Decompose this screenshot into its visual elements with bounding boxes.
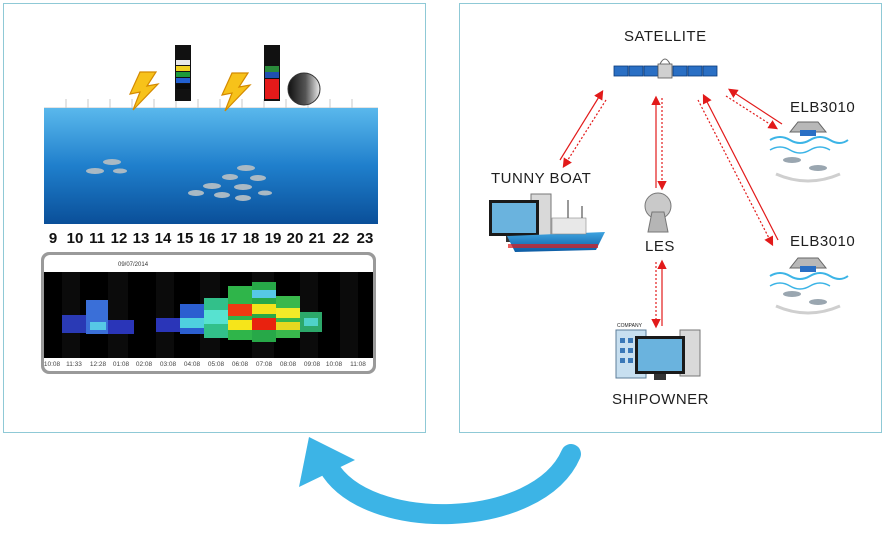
time-tick: 05:08	[207, 361, 225, 368]
hour-label: 23	[356, 230, 374, 247]
satellite-icon	[613, 58, 718, 79]
echogram-signal	[62, 282, 322, 342]
shipowner-office-icon	[615, 329, 701, 380]
tunny-boat-label: TUNNY BOAT	[491, 170, 592, 187]
hour-label: 10	[66, 230, 84, 247]
color-scale-icon	[264, 45, 280, 101]
time-tick: 08:08	[279, 361, 297, 368]
hour-label: 18	[242, 230, 260, 247]
time-tick: 10:08	[325, 361, 343, 368]
hour-label: 22	[332, 230, 350, 247]
time-tick: 07:08	[255, 361, 273, 368]
les-label: LES	[645, 238, 675, 255]
les-dish-icon	[644, 192, 672, 233]
hour-label: 13	[132, 230, 150, 247]
time-tick: 06:08	[231, 361, 249, 368]
satellite-links	[559, 88, 783, 329]
buoy-label-2: ELB3010	[790, 233, 856, 250]
time-tick: 11:08	[350, 361, 366, 368]
time-tick: 03:08	[159, 361, 177, 368]
hour-label: 9	[48, 230, 58, 247]
time-tick: 01:08	[112, 361, 130, 368]
time-tick: 09:08	[303, 361, 321, 368]
buoy-icon	[769, 257, 849, 315]
time-tick: 11:33	[66, 361, 82, 368]
hour-label: 20	[286, 230, 304, 247]
time-tick: 12:28	[89, 361, 107, 368]
hour-label: 11	[89, 230, 105, 247]
shipowner-label: SHIPOWNER	[612, 391, 710, 408]
echogram-date: 09/07/2014	[118, 262, 149, 268]
hour-label: 12	[110, 230, 128, 247]
hour-label: 21	[308, 230, 326, 247]
time-tick: 10:08	[43, 361, 61, 368]
lightning-icon	[220, 72, 252, 112]
flow-arrow	[299, 437, 581, 525]
echogram	[41, 252, 376, 374]
lightning-icon	[128, 71, 160, 111]
company-sign: COMPANY	[617, 323, 642, 329]
tunny-boat-icon	[489, 193, 605, 252]
hour-label: 17	[220, 230, 238, 247]
fish-school	[86, 159, 272, 201]
buoy-label-1: ELB3010	[790, 99, 856, 116]
hour-label: 14	[154, 230, 172, 247]
time-tick: 04:08	[183, 361, 201, 368]
satellite-label: SATELLITE	[624, 28, 707, 45]
time-tick: 02:08	[135, 361, 153, 368]
ocean-water	[44, 108, 378, 224]
ocean-view	[44, 99, 378, 224]
hour-label: 16	[198, 230, 216, 247]
color-scale-icon	[175, 45, 191, 101]
hour-label: 15	[176, 230, 194, 247]
hour-label: 19	[264, 230, 282, 247]
moon-phase-icon	[287, 72, 321, 106]
buoy-icon	[769, 121, 849, 183]
